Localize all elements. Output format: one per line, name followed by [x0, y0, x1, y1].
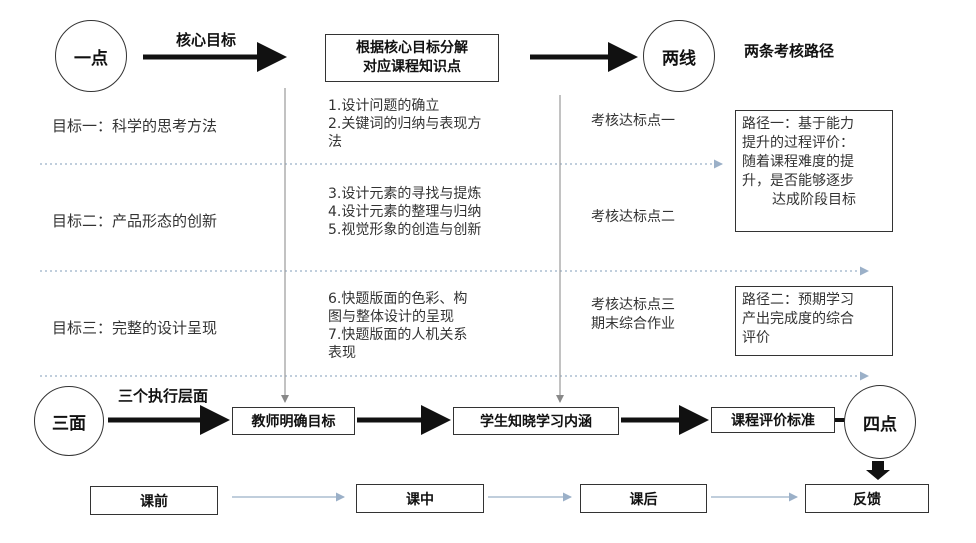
knowledge-point-line: 2.关键词的归纳与表现方: [328, 116, 482, 132]
path-line: 评价: [742, 330, 770, 346]
student-content-box: 学生知晓学习内涵: [453, 407, 619, 435]
path-line: 提升的过程评价：: [742, 135, 854, 151]
decompose-box: 根据核心目标分解 对应课程知识点: [325, 34, 499, 82]
knowledge-point-line: 法: [328, 134, 342, 150]
knowledge-points-1: 1.设计问题的确立 2.关键词的归纳与表现方 法: [328, 97, 481, 151]
knowledge-point-line: 图与整体设计的呈现: [328, 309, 454, 325]
checkpoint-2: 考核达标点二: [591, 208, 675, 227]
knowledge-points-2: 3.设计元素的寻找与提炼 4.设计元素的整理与归纳 5.视觉形象的创造与创新: [328, 185, 481, 239]
goal-1: 目标一：科学的思考方法: [52, 117, 218, 135]
path-line: 达成阶段目标: [772, 192, 856, 208]
knowledge-point-line: 4.设计元素的整理与归纳: [328, 204, 482, 220]
checkpoint-line: 期末综合作业: [591, 316, 675, 332]
path-line: 随着课程难度的提: [742, 154, 854, 170]
knowledge-point-line: 表现: [328, 345, 356, 361]
stage-in-class: 课中: [356, 484, 484, 513]
checkpoint-line: 考核达标点二: [591, 209, 675, 225]
path-line: 路径二：预期学习: [742, 292, 854, 308]
path-box-2: 路径二：预期学习 产出完成度的综合 评价: [735, 286, 893, 356]
decompose-line-2: 对应课程知识点: [363, 59, 461, 75]
knowledge-point-line: 1.设计问题的确立: [328, 98, 440, 114]
path-line: 升，是否能够逐步: [742, 173, 854, 189]
core-goal-label: 核心目标: [176, 31, 237, 49]
one-point-circle: 一点: [55, 20, 127, 92]
checkpoint-line: 考核达标点三: [591, 297, 675, 313]
decompose-line-1: 根据核心目标分解: [356, 40, 468, 56]
knowledge-point-line: 6.快题版面的色彩、构: [328, 291, 468, 307]
knowledge-points-3: 6.快题版面的色彩、构 图与整体设计的呈现 7.快题版面的人机关系 表现: [328, 290, 467, 362]
stage-feedback: 反馈: [805, 484, 929, 513]
checkpoint-line: 考核达标点一: [591, 113, 675, 129]
knowledge-point-line: 5.视觉形象的创造与创新: [328, 222, 482, 238]
stage-after-class: 课后: [580, 484, 707, 513]
two-paths-label: 两条考核路径: [744, 42, 835, 60]
checkpoint-1: 考核达标点一: [591, 112, 675, 131]
knowledge-point-line: 7.快题版面的人机关系: [328, 327, 468, 343]
evaluation-standard-box: 课程评价标准: [711, 407, 835, 433]
checkpoint-3: 考核达标点三 期末综合作业: [591, 296, 675, 334]
goal-3: 目标三：完整的设计呈现: [52, 319, 218, 337]
knowledge-point-line: 3.设计元素的寻找与提炼: [328, 186, 482, 202]
path-box-1: 路径一：基于能力 提升的过程评价： 随着课程难度的提 升，是否能够逐步 达成阶段…: [735, 110, 893, 232]
teacher-goal-box: 教师明确目标: [232, 407, 355, 435]
two-lines-circle: 两线: [643, 20, 715, 92]
goal-2: 目标二：产品形态的创新: [52, 212, 218, 230]
stage-before-class: 课前: [90, 486, 218, 515]
three-sides-circle: 三面: [34, 386, 104, 456]
exec-label: 三个执行层面: [118, 387, 209, 405]
path-line: 路径一：基于能力: [742, 116, 854, 132]
four-points-circle: 四点: [844, 385, 916, 459]
arrow-fourpoints-to-feedback: [866, 461, 890, 480]
path-line: 产出完成度的综合: [742, 311, 854, 327]
